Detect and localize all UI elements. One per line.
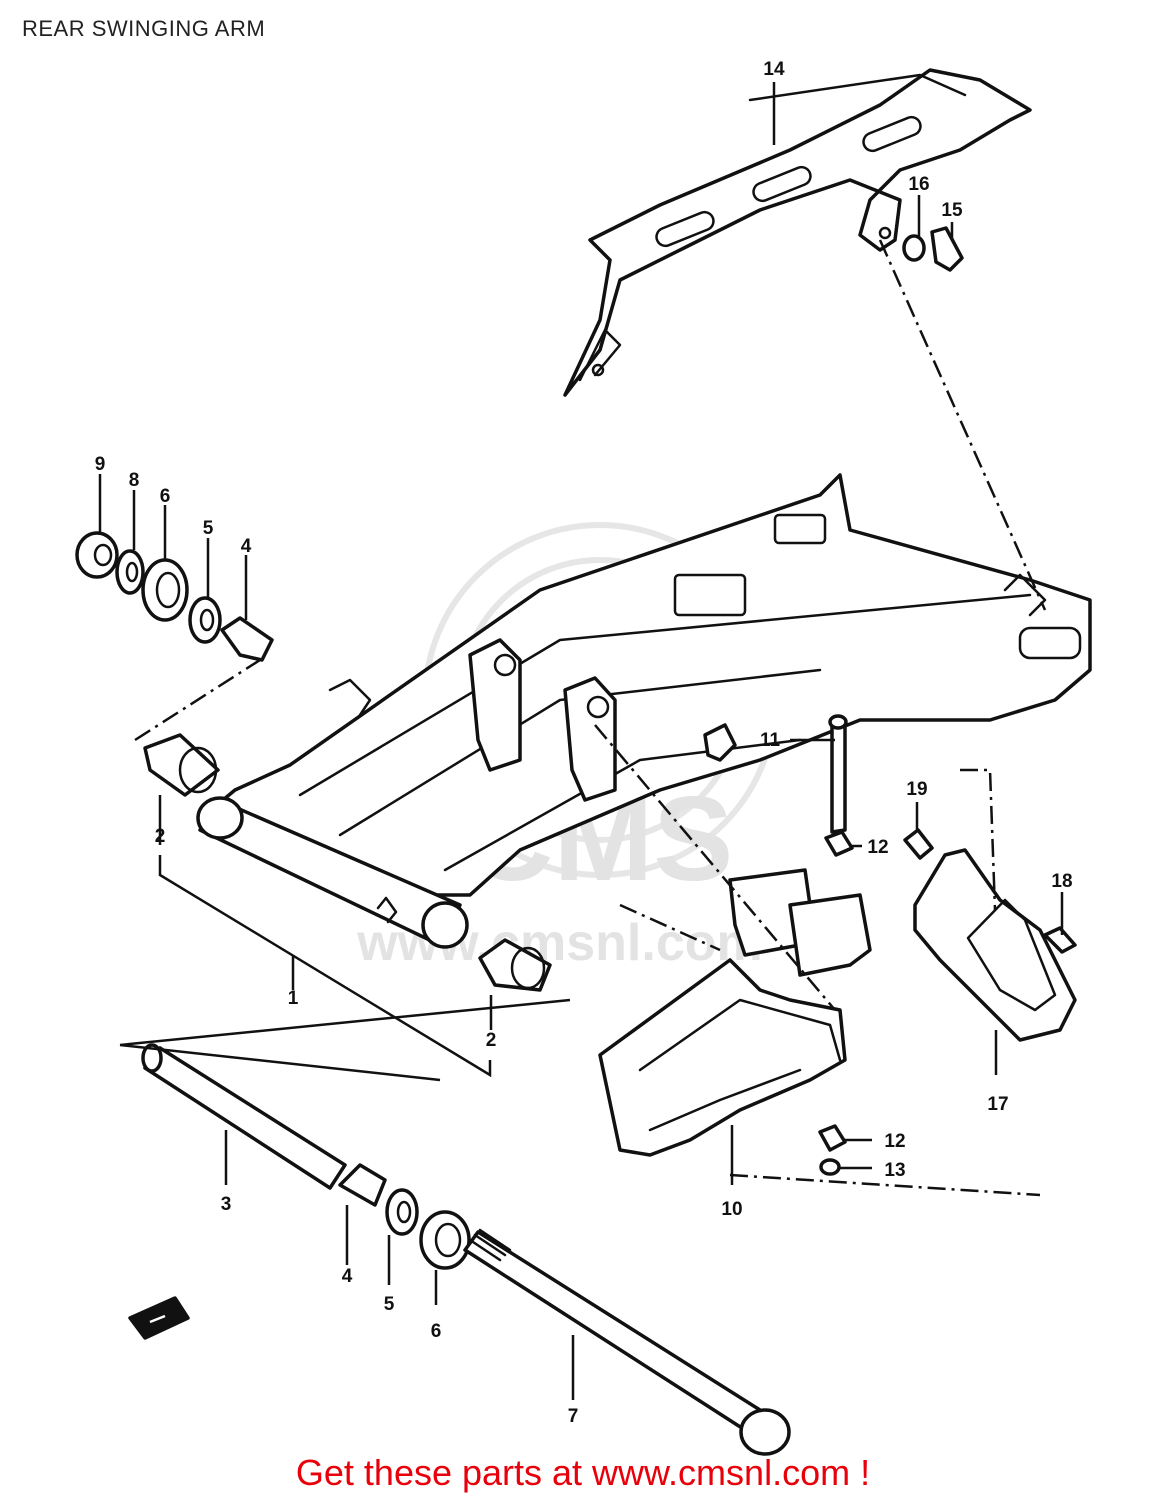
chain-guide-10 [598, 868, 872, 1157]
needle-bearing-2-left [143, 733, 220, 797]
bolt-18 [1043, 926, 1077, 954]
callout-8: 8 [129, 470, 140, 491]
callout-16: 16 [908, 174, 929, 195]
callout-6-lower: 6 [431, 1321, 442, 1342]
nut-9 [75, 531, 119, 579]
spacer-4 [220, 616, 274, 662]
pivot-bolt-7 [463, 1228, 791, 1456]
bolt-19 [903, 828, 934, 860]
nut-12-upper [824, 830, 854, 857]
bolt-11 [828, 714, 848, 834]
spacer-4-lower [338, 1163, 387, 1207]
callout-4: 4 [241, 536, 252, 557]
dust-seal-6 [141, 558, 189, 622]
callout-3: 3 [221, 1194, 232, 1215]
alignment-lines [119, 239, 1047, 1197]
callout-12-upper: 12 [867, 837, 888, 858]
washer-5-lower [385, 1188, 419, 1236]
chain-guide-bracket-17 [913, 848, 1077, 1042]
callout-9: 9 [95, 454, 106, 475]
callout-2-right: 2 [486, 1030, 497, 1051]
nut-12-lower [818, 1124, 847, 1152]
pivot-spacer-3 [141, 1043, 347, 1190]
callout-17: 17 [987, 1094, 1008, 1115]
callout-12-lower: 12 [884, 1131, 905, 1152]
page-title: REAR SWINGING ARM [22, 16, 266, 41]
callout-4-lower: 4 [342, 1266, 353, 1287]
washer-5 [188, 596, 222, 644]
callout-1: 1 [288, 988, 299, 1009]
callout-5-lower: 5 [384, 1294, 395, 1315]
callout-15: 15 [941, 200, 963, 221]
callout-13: 13 [884, 1160, 905, 1181]
swing-arm-pivot-tube [196, 796, 469, 949]
callout-11: 11 [760, 730, 781, 751]
callout-6: 6 [160, 486, 171, 507]
washer-8 [115, 549, 145, 595]
callout-19: 19 [906, 779, 927, 800]
callout-5: 5 [203, 518, 214, 539]
washer-16 [902, 234, 926, 262]
bolt-15 [930, 226, 964, 272]
callout-14: 14 [763, 59, 785, 80]
callout-10: 10 [721, 1199, 742, 1220]
get-parts-link[interactable]: Get these parts at www.cmsnl.com ! [295, 1452, 871, 1493]
front-direction-arrow-icon [128, 1296, 190, 1340]
callout-labels: 9 8 6 5 4 2 1 2 3 4 5 6 7 10 11 12 12 13… [95, 59, 1073, 1427]
leader-lines [98, 82, 1064, 1400]
needle-bearing-2-right [478, 938, 552, 992]
swing-arm-body [203, 473, 1092, 897]
callout-7: 7 [568, 1406, 579, 1427]
chain-case [563, 68, 1032, 397]
callout-2-left: 2 [155, 826, 166, 847]
washer-13 [819, 1158, 841, 1176]
callout-18: 18 [1051, 871, 1072, 892]
dust-seal-6-lower [419, 1210, 471, 1270]
